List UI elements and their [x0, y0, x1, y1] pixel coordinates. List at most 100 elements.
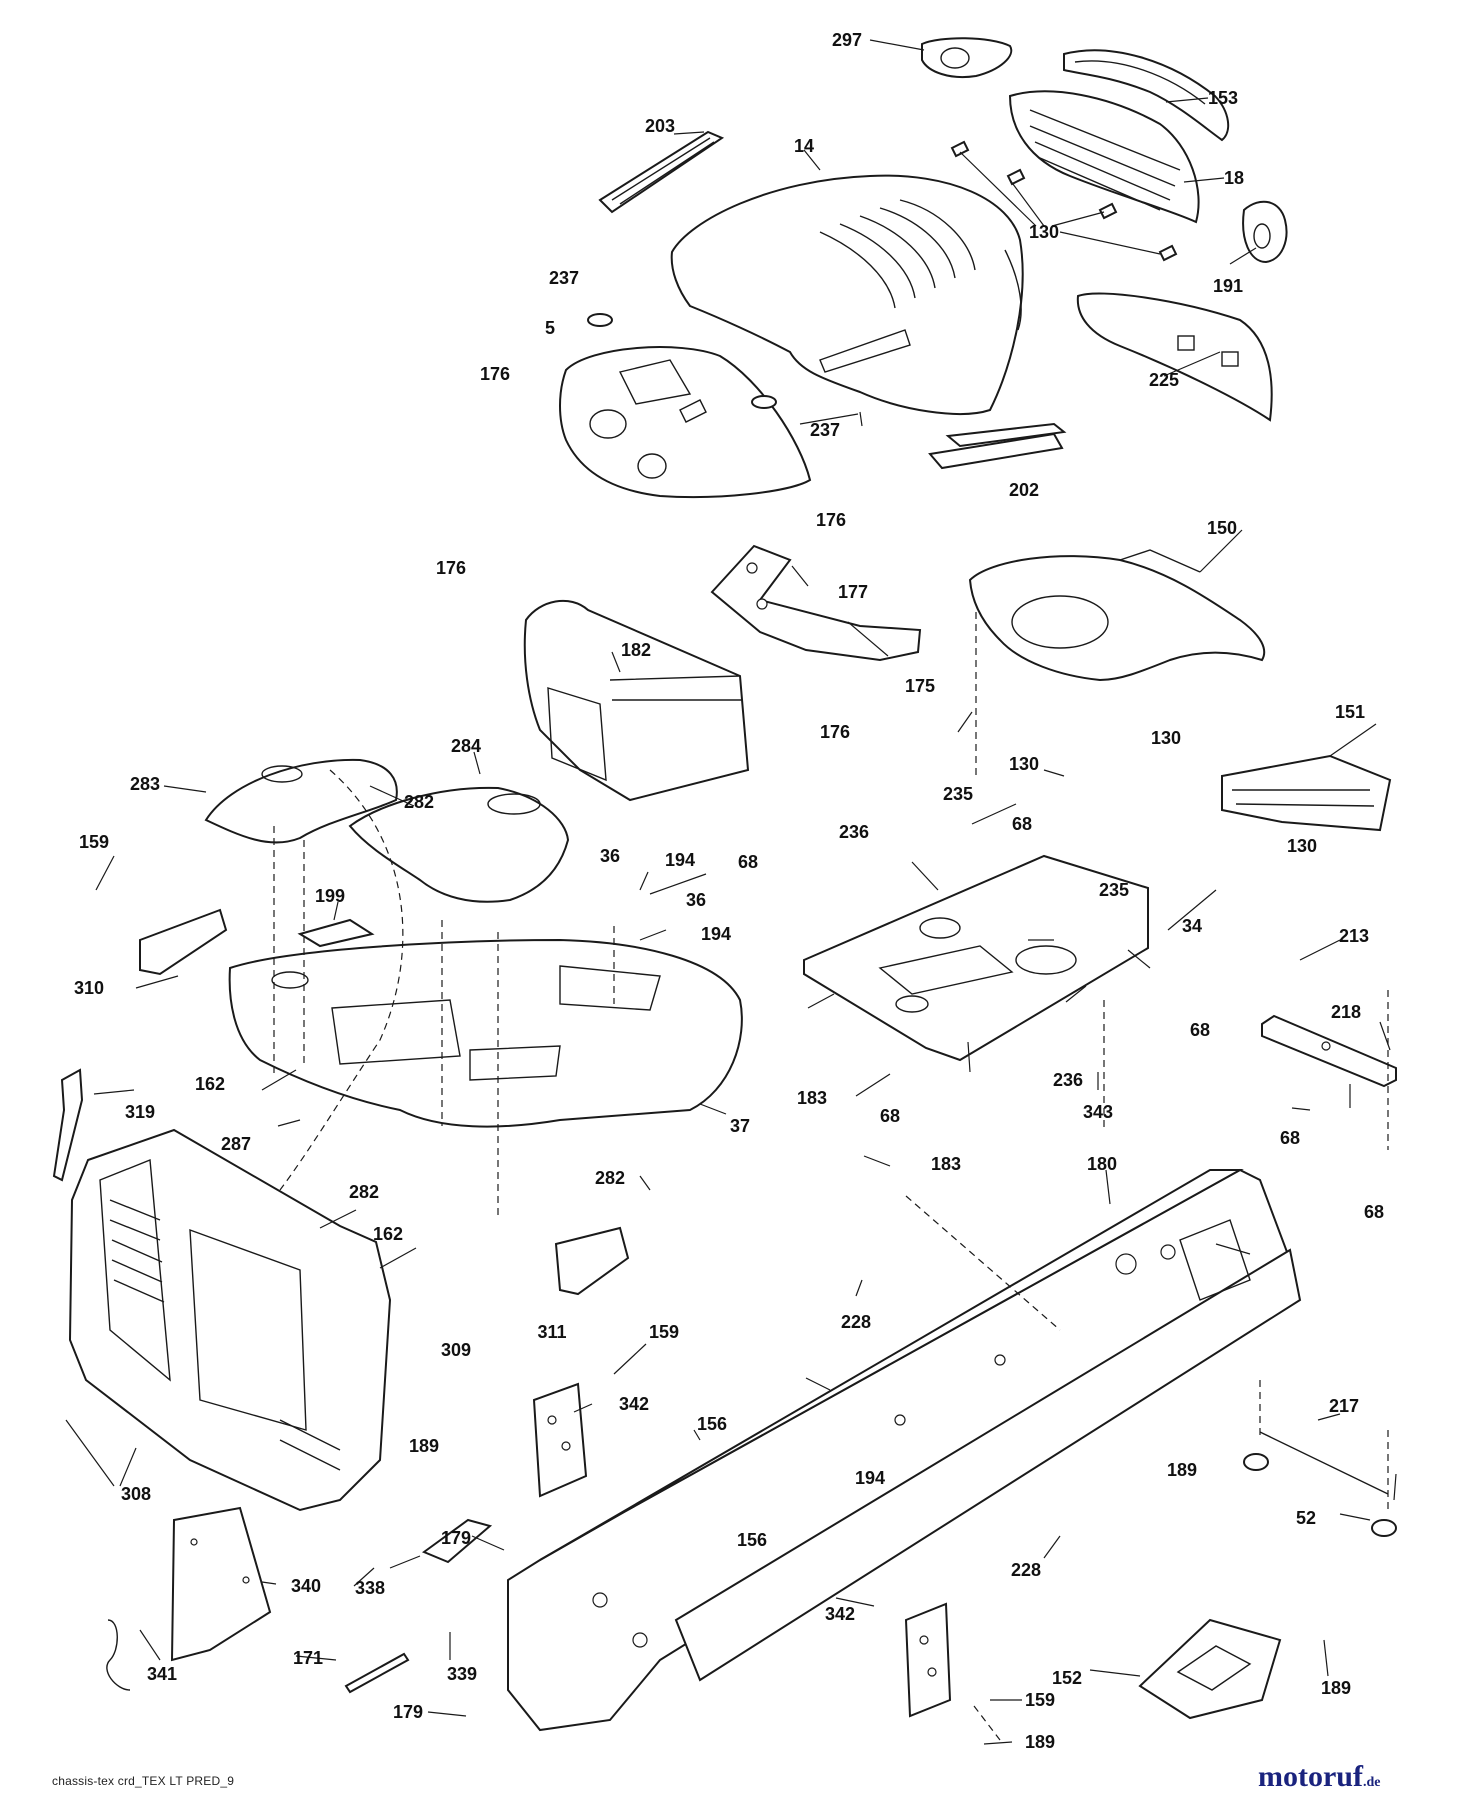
part-311-bracket	[554, 1226, 630, 1296]
callout-341: 341	[147, 1664, 177, 1684]
part-342-plates	[532, 1382, 952, 1718]
callout-176-right: 176	[820, 722, 850, 742]
part-284-seat-pan	[348, 786, 570, 903]
callout-68-d: 68	[880, 1106, 900, 1126]
part-171-pin	[344, 1652, 410, 1694]
callout-179-bottom: 179	[393, 1702, 423, 1722]
callout-189-left: 189	[409, 1436, 439, 1456]
callout-156-mid: 156	[737, 1530, 767, 1550]
callout-199: 199	[315, 886, 345, 906]
callout-309: 309	[441, 1340, 471, 1360]
callout-156-top: 156	[697, 1414, 727, 1434]
callout-191: 191	[1213, 276, 1243, 296]
callout-236-top: 236	[839, 822, 869, 842]
callout-130-right: 130	[1287, 836, 1317, 856]
part-237-plug	[587, 313, 777, 409]
part-297-emblem	[921, 37, 1013, 78]
callout-189-right: 189	[1167, 1460, 1197, 1480]
callout-175: 175	[905, 676, 935, 696]
callout-287: 287	[221, 1134, 251, 1154]
callout-203: 203	[645, 116, 675, 136]
callout-159-mid: 159	[649, 1322, 679, 1342]
motoruf-watermark: motoruf.de	[1258, 1760, 1380, 1794]
callout-237-top: 237	[549, 268, 579, 288]
callout-183-mid: 183	[931, 1154, 961, 1174]
callout-34: 34	[1182, 916, 1202, 936]
alignment-lines	[273, 612, 1389, 1741]
callout-235-mid: 235	[1099, 880, 1129, 900]
callout-340: 340	[291, 1576, 321, 1596]
callout-176-cover: 176	[436, 558, 466, 578]
callout-342-bottom: 342	[825, 1604, 855, 1624]
callout-179-top: 179	[441, 1528, 471, 1548]
watermark-name: motoruf	[1258, 1760, 1363, 1793]
part-191-knob	[1242, 200, 1288, 264]
part-182-dash-cover	[523, 600, 750, 802]
callout-37: 37	[730, 1116, 750, 1136]
callout-189-bottom-right: 189	[1321, 1678, 1351, 1698]
callout-183-top: 183	[797, 1088, 827, 1108]
part-150-fender-liner	[968, 549, 1266, 682]
callout-282-top: 282	[404, 792, 434, 812]
callout-180: 180	[1087, 1154, 1117, 1174]
callout-228-top: 228	[841, 1312, 871, 1332]
drawing-code-label: chassis-tex crd_TEX LT PRED_9	[52, 1774, 235, 1788]
callout-159-bottom: 159	[1025, 1690, 1055, 1710]
watermark-tld: .de	[1362, 1775, 1381, 1790]
callout-151: 151	[1335, 702, 1365, 722]
callout-18: 18	[1224, 168, 1244, 188]
part-5-dash-console	[559, 346, 812, 499]
callout-311: 311	[537, 1322, 566, 1342]
callout-282-mid: 282	[349, 1182, 379, 1202]
part-340-plate	[170, 1506, 272, 1662]
callout-284: 284	[451, 736, 481, 756]
part-14-hood	[670, 174, 1024, 415]
callout-189-bottom: 189	[1025, 1732, 1055, 1752]
callout-297: 297	[832, 30, 862, 50]
callout-14: 14	[794, 136, 814, 156]
part-319-rod	[52, 1068, 84, 1182]
callout-152: 152	[1052, 1668, 1082, 1688]
part-202-vent	[928, 422, 1067, 470]
callout-52: 52	[1296, 1508, 1316, 1528]
callout-68-f: 68	[1364, 1202, 1384, 1222]
callout-237-mid: 237	[810, 420, 840, 440]
callout-36-top: 36	[600, 846, 620, 866]
part-203-side-vent	[598, 130, 725, 214]
part-341-spring	[106, 1619, 131, 1691]
part-37-footpan	[228, 938, 743, 1128]
callout-36-mid: 36	[686, 890, 706, 910]
callout-228-bottom: 228	[1011, 1560, 1041, 1580]
callout-68-e: 68	[1280, 1128, 1300, 1148]
callout-236-mid: 236	[1053, 1070, 1083, 1090]
part-310-bracket-left	[139, 908, 228, 976]
callout-310: 310	[74, 978, 104, 998]
callout-150: 150	[1207, 518, 1237, 538]
part-217-rod	[1243, 1431, 1397, 1537]
callout-130-bracket: 130	[1151, 728, 1181, 748]
callout-153: 153	[1208, 88, 1238, 108]
callout-283: 283	[130, 774, 160, 794]
callout-68-a: 68	[1012, 814, 1032, 834]
callout-282-right: 282	[595, 1168, 625, 1188]
part-18-grille-front	[1008, 90, 1200, 224]
part-218-bracket	[1261, 1014, 1397, 1088]
leader-lines	[65, 39, 1397, 1745]
part-152-shield	[1138, 1618, 1282, 1720]
callout-130-top: 130	[1029, 222, 1059, 242]
part-309-front-frame	[68, 1128, 392, 1512]
callout-217: 217	[1329, 1396, 1359, 1416]
callout-194-bottom: 194	[855, 1468, 885, 1488]
callout-308: 308	[121, 1484, 151, 1504]
part-225-dash-panel	[1076, 292, 1273, 422]
part-180-main-frame	[507, 1168, 1302, 1732]
callout-130-liner: 130	[1009, 754, 1039, 774]
callout-194-top: 194	[665, 850, 695, 870]
callout-162-top: 162	[195, 1074, 225, 1094]
part-175-bracket	[710, 544, 922, 662]
callout-342-top: 342	[619, 1394, 649, 1414]
callout-225: 225	[1149, 370, 1179, 390]
callout-5: 5	[545, 318, 555, 338]
